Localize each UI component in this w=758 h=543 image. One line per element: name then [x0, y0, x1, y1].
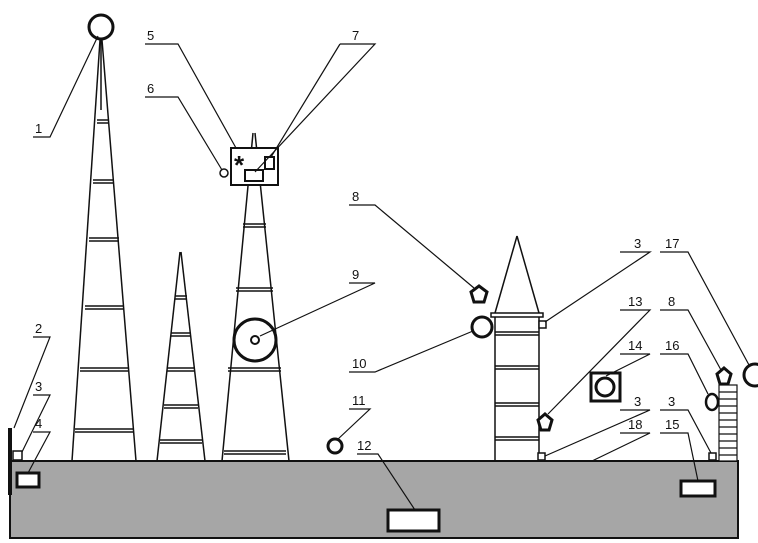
device-14-ring	[594, 376, 616, 398]
small-lattice-mast	[156, 251, 206, 462]
sensor-11	[326, 437, 344, 455]
pentagon-sensor-13	[536, 412, 554, 432]
label-3-tower-base: 3	[634, 394, 641, 409]
label-3-tower-top: 3	[634, 236, 641, 251]
ground-slab	[9, 460, 739, 539]
box-15	[679, 479, 717, 498]
spire-tower	[490, 235, 544, 461]
small-box-3-right	[708, 452, 717, 461]
box-12	[386, 508, 441, 533]
pentagon-sensor-8-left	[469, 284, 489, 304]
cabinet-asterisk: *	[234, 150, 245, 180]
label-11: 11	[352, 393, 366, 408]
label-5: 5	[147, 28, 154, 43]
label-3-left: 3	[35, 379, 42, 394]
label-1: 1	[35, 121, 42, 136]
box-4	[15, 471, 41, 489]
label-6: 6	[147, 81, 154, 96]
label-16: 16	[665, 338, 679, 353]
label-13: 13	[628, 294, 642, 309]
label-7: 7	[352, 28, 359, 43]
label-4: 4	[35, 416, 42, 431]
label-18: 18	[628, 417, 642, 432]
label-10: 10	[352, 356, 366, 371]
label-12: 12	[357, 438, 371, 453]
pentagon-sensor-8-right	[715, 366, 733, 386]
label-15: 15	[665, 417, 679, 432]
right-building	[718, 384, 738, 462]
small-box-3-tower-top	[538, 320, 547, 329]
small-box-3-tower-base	[537, 452, 546, 461]
cabinet-device-7b	[244, 169, 264, 182]
antenna-10	[470, 315, 494, 339]
leader-lines	[13, 35, 750, 511]
label-17: 17	[665, 236, 679, 251]
label-8-right: 8	[668, 294, 675, 309]
label-9: 9	[352, 267, 359, 282]
label-14: 14	[628, 338, 642, 353]
sensor-16	[704, 392, 720, 412]
label-2: 2	[35, 321, 42, 336]
label-3-right: 3	[668, 394, 675, 409]
sensor-6	[219, 168, 229, 178]
middle-lattice-mast	[221, 132, 290, 462]
dish-9-center	[250, 335, 260, 345]
cabinet-device-7a	[264, 156, 275, 170]
tall-lattice-mast	[71, 39, 137, 462]
label-8-left: 8	[352, 189, 359, 204]
small-box-3-left	[12, 450, 23, 461]
mast-top-antenna-1	[87, 13, 115, 41]
antenna-17	[742, 362, 758, 388]
